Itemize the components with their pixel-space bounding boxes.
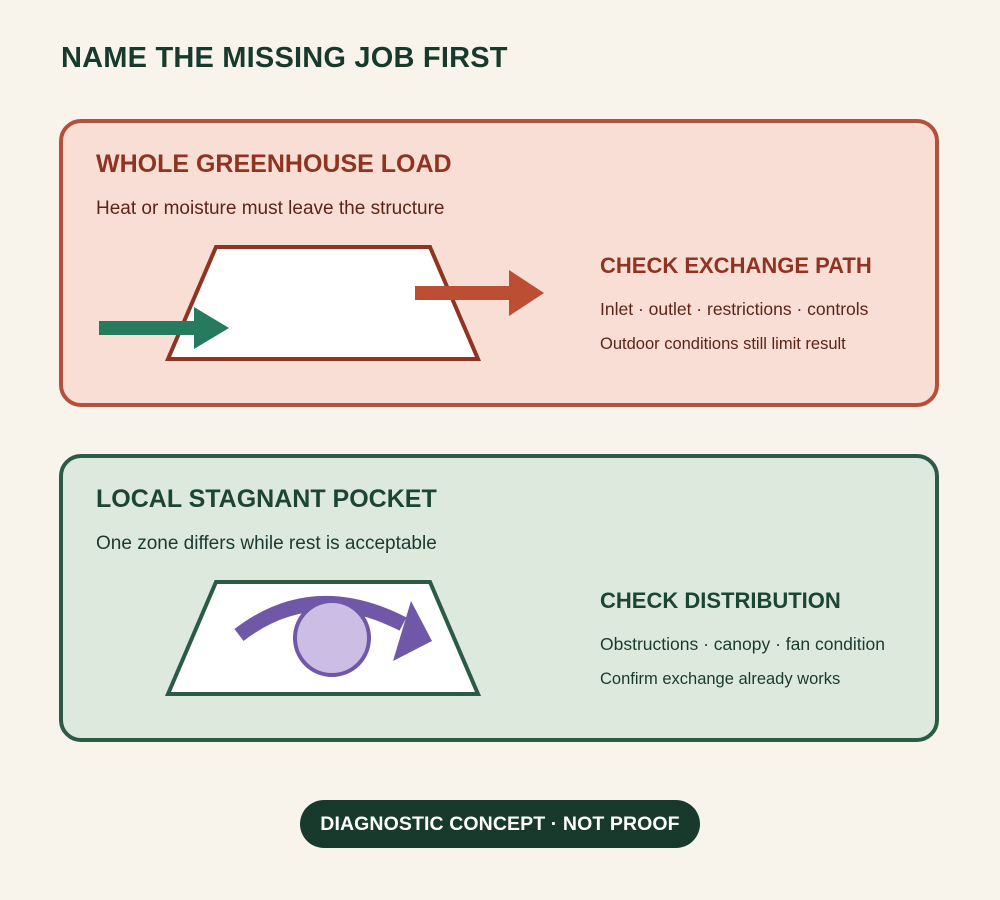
greenhouse-exchange-diagram: [99, 245, 544, 361]
local-stagnant-pocket-panel: LOCAL STAGNANT POCKET One zone differs w…: [59, 454, 939, 742]
diagnostic-concept-badge: DIAGNOSTIC CONCEPT · NOT PROOF: [300, 800, 700, 848]
check-distribution-section: CHECK DISTRIBUTION Obstructions · canopy…: [600, 588, 885, 689]
side-line: Obstructions · canopy · fan condition: [600, 634, 886, 654]
whole-greenhouse-load-panel: WHOLE GREENHOUSE LOAD Heat or moisture m…: [59, 119, 939, 407]
page-title: NAME THE MISSING JOB FIRST: [61, 42, 508, 74]
stagnant-pocket-icon: [293, 599, 371, 677]
side-line: Confirm exchange already works: [600, 670, 841, 688]
panel-description: One zone differs while rest is acceptabl…: [96, 533, 437, 554]
panel-description: Heat or moisture must leave the structur…: [96, 198, 445, 219]
greenhouse-outline-icon: [164, 245, 482, 361]
side-heading: CHECK DISTRIBUTION: [600, 588, 841, 613]
circulation-arrowhead-icon: [393, 601, 432, 661]
check-exchange-path-section: CHECK EXCHANGE PATH Inlet · outlet · res…: [600, 253, 872, 354]
side-line: Inlet · outlet · restrictions · controls: [600, 299, 869, 319]
panel-heading: WHOLE GREENHOUSE LOAD: [96, 150, 452, 178]
air-inflow-arrow-icon: [99, 307, 229, 349]
air-outflow-arrow-icon: [415, 270, 544, 316]
panel-heading: LOCAL STAGNANT POCKET: [96, 485, 437, 513]
side-heading: CHECK EXCHANGE PATH: [600, 253, 872, 278]
stagnant-pocket-diagram: [164, 580, 482, 696]
side-line: Outdoor conditions still limit result: [600, 335, 846, 353]
